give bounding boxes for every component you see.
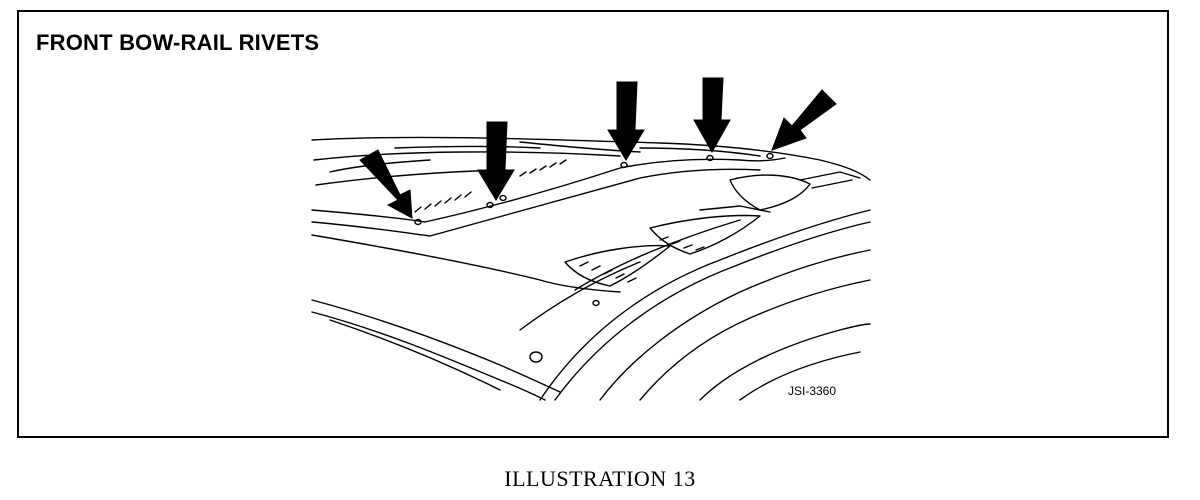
rivet-hole: [620, 161, 628, 169]
rivet-hole: [499, 194, 507, 202]
rivet-arrow: [771, 89, 837, 151]
roof-panel-line: [394, 145, 541, 149]
rivet-hole: [529, 351, 543, 363]
roof-rack-slot: [811, 179, 853, 189]
rivet-hole: [486, 201, 494, 209]
sunroof-hatch: [564, 244, 671, 287]
roof-rack-slot: [799, 171, 861, 181]
rail-hatching: [659, 236, 705, 251]
front-bow-rail: [311, 157, 786, 223]
rail-hatching: [579, 261, 637, 283]
door-frame: [599, 249, 871, 401]
roof-rack-slot: [699, 205, 771, 213]
door-frame: [539, 209, 871, 401]
rail-hatching: [414, 191, 472, 213]
reference-code: JSI-3360: [788, 384, 837, 398]
illustration-caption: ILLUSTRATION 13: [504, 466, 696, 491]
sunroof-hatch: [729, 174, 811, 211]
roof-panel-line: [639, 147, 761, 157]
rivet-hole: [706, 154, 714, 162]
door-frame: [554, 221, 871, 401]
door-frame: [699, 323, 871, 401]
roof-front-panel: [329, 319, 501, 391]
rivet-hole: [766, 152, 774, 160]
figure-frame: [17, 10, 1169, 438]
roof-front-panel: [311, 311, 546, 401]
rivet-hole: [414, 218, 422, 226]
roof-panel-line: [315, 169, 501, 186]
roof-front-panel: [311, 299, 561, 393]
door-frame: [739, 351, 861, 401]
roof-panel-line: [313, 151, 621, 161]
roof-front-panel: [311, 234, 621, 293]
rivet-arrow: [359, 149, 413, 219]
rivet-arrow: [477, 121, 515, 201]
rail-hatching: [519, 159, 567, 177]
door-frame: [639, 279, 871, 401]
rivet-hole: [592, 299, 600, 307]
figure-title: FRONT BOW-RAIL RIVETS: [36, 30, 320, 55]
rivet-arrow: [693, 77, 731, 154]
door-frame: [519, 261, 641, 331]
front-bow-rail: [311, 168, 761, 237]
roof-rear-edge: [311, 136, 871, 181]
rivet-arrow: [607, 81, 645, 161]
sunroof-hatch: [649, 214, 761, 255]
